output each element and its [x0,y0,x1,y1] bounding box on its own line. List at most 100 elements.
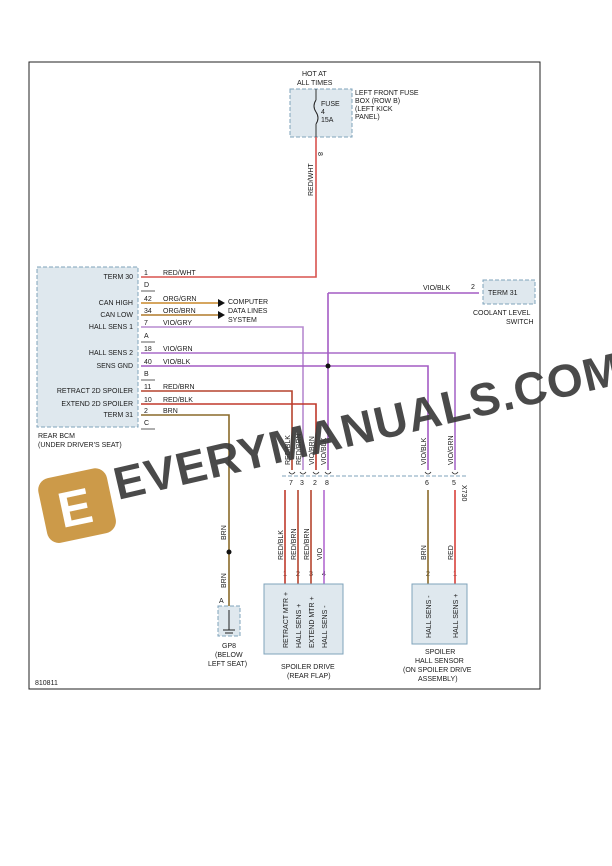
junction-wire-label: VIO/BLK [421,437,428,465]
bcm-pin-number: 10 [144,397,152,404]
bcm-pin-number: 40 [144,359,152,366]
bcm-pin-label: HALL SENS 2 [89,350,133,357]
watermark-logo [38,468,116,543]
wire-red-blk [141,403,317,470]
ground-loc-2: LEFT SEAT) [208,661,247,668]
coolant-wire: VIO/BLK [423,285,451,292]
spoiler-drive-pin-label: HALL SENS + [296,604,303,648]
hall-sensor-pin-label: HALL SENS + [453,594,460,638]
bcm-wire-label: VIO/GRN [163,346,193,353]
bcm-pin-label: TERM 30 [103,274,133,281]
connector-terminal [451,471,459,475]
ground-splice [226,549,232,555]
hall-wire-label: RED [448,545,455,560]
ground-wire-upper: BRN [221,525,228,540]
bcm-pin-label: RETRACT 2D SPOILER [57,388,133,395]
bcm-pin-number: C [144,420,149,427]
connector-terminal [424,471,432,475]
splice-point [325,363,331,369]
connector-x730: X730 [460,485,467,501]
fuse-box-title-1: LEFT FRONT FUSE [355,90,419,97]
junction-pin-number: 6 [425,480,429,487]
junction-connector: RED/BLK7RED/BRN3VIO/BRN2VIO/BLK8VIO/BLK6… [278,433,459,578]
fuse-symbol [313,99,319,125]
bcm-pin-number: 11 [144,384,151,391]
bcm-pin-number: 34 [144,308,152,315]
bcm-pin-number: 2 [144,408,148,415]
hall-sensor-title-3: (ON SPOILER DRIVE [403,667,472,674]
junction-pin-number: 8 [325,480,329,487]
bcm-pin-number: 7 [144,320,148,327]
coolant-pin: 2 [471,284,475,291]
fuse-box-title-4: PANEL) [355,114,380,121]
bcm-title-2: (UNDER DRIVER'S SEAT) [38,442,122,449]
fuse-box-title-2: BOX (ROW B) [355,98,400,105]
wire-vio-blk [141,365,429,470]
computer-data-line-3: SYSTEM [228,317,257,324]
junction-wire-label: VIO/GRN [448,435,455,465]
diagram-frame [28,61,541,690]
junction-wire-label: VIO/BRN [309,436,316,465]
coolant-title-1: COOLANT LEVEL [473,310,531,317]
spoiler-drive-pin-label: HALL SENS - [322,605,329,648]
hall-sensor-title-2: HALL SENSOR [415,658,464,665]
junction-wire-label: VIO/BLK [321,437,328,465]
computer-data-line-1: COMPUTER [228,299,268,306]
diagram-id: 810811 [35,680,58,687]
junction-pin-number: 2 [313,480,317,487]
bcm-wire-label: BRN [163,408,178,415]
bcm-wire-label: VIO/BLK [163,359,191,366]
bcm-title-1: REAR BCM [38,433,75,440]
bcm-pin-label: SENS GND [96,363,133,370]
fuse-box-title-3: (LEFT KICK [355,106,393,113]
spoiler-wire-label: RED/BRN [291,528,298,560]
wire-red-wht [141,137,317,278]
spoiler-wire-label: RED/BLK [278,530,285,560]
spoiler-drive-title-1: SPOILER DRIVE [281,664,335,671]
hot-label-1: HOT AT [302,71,327,78]
spoiler-drive-labels: RETRACT MTR +HALL SENS +EXTEND MTR +HALL… [283,592,329,648]
bcm-pin-label: CAN LOW [100,312,133,319]
hall-sensor-pin-label: HALL SENS - [426,595,433,638]
ground-name: GP8 [222,643,236,650]
hall-sensor-labels: HALL SENS - HALL SENS + [426,594,460,638]
ground-wire-lower: BRN [221,573,228,588]
ground-pin: A [219,598,224,605]
spoiler-drive-pin-label: RETRACT MTR + [283,592,290,648]
spoiler-wire-label: RED/BRN [304,528,311,560]
spoiler-drive [263,583,344,655]
bcm-wire-label: RED/BRN [163,384,195,391]
wire-vio-gry [141,326,304,470]
rear-bcm [36,266,139,428]
junction-pin-number: 3 [300,480,304,487]
connector-terminal [312,471,320,475]
wire-vio-grn [141,352,456,470]
hot-label-2: ALL TIMES [297,80,333,87]
fuse-label: FUSE [321,101,340,108]
coolant-switch [482,279,536,305]
bcm-wire-label: VIO/GRY [163,320,192,327]
fuse-wire-label: RED/WHT [308,163,315,196]
spoiler-drive-title-2: (REAR FLAP) [287,673,331,680]
bcm-pin-number: D [144,282,149,289]
connector-terminal [299,471,307,475]
bcm-wire-label: ORG/BRN [163,308,196,315]
bcm-pin-number: 42 [144,296,152,303]
bcm-wire-label: ORG/GRN [163,296,196,303]
junction-wire-label: RED/BRN [296,433,303,465]
wire-red-brn [141,390,293,470]
computer-data-line-2: DATA LINES [228,308,268,315]
bcm-pin-number: 18 [144,346,152,353]
bcm-pin-label: HALL SENS 1 [89,324,133,331]
bcm-wire-label: RED/BLK [163,397,193,404]
ground-loc-1: (BELOW [215,652,243,659]
bcm-pin-number: B [144,371,149,378]
hall-wire-label: BRN [421,545,428,560]
hall-sensor-title-1: SPOILER [425,649,455,656]
wire-brn [141,414,230,606]
junction-pin-number: 7 [289,480,293,487]
junction-pin-number: 5 [452,480,456,487]
junction-wire-label: RED/BLK [285,435,292,465]
